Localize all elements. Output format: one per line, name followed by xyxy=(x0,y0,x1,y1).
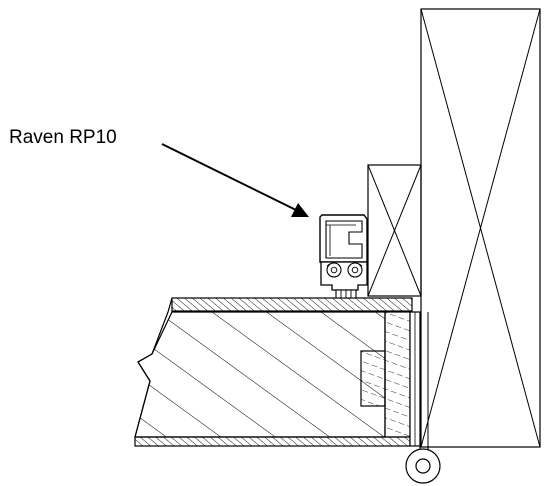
door-frame xyxy=(420,8,541,448)
leader-arrow xyxy=(161,143,309,217)
product-callout-label: Raven RP10 xyxy=(9,127,117,148)
hinge xyxy=(405,311,441,484)
door-leaf xyxy=(134,297,413,447)
seal-profile xyxy=(319,214,368,299)
stop-bead xyxy=(367,164,422,297)
